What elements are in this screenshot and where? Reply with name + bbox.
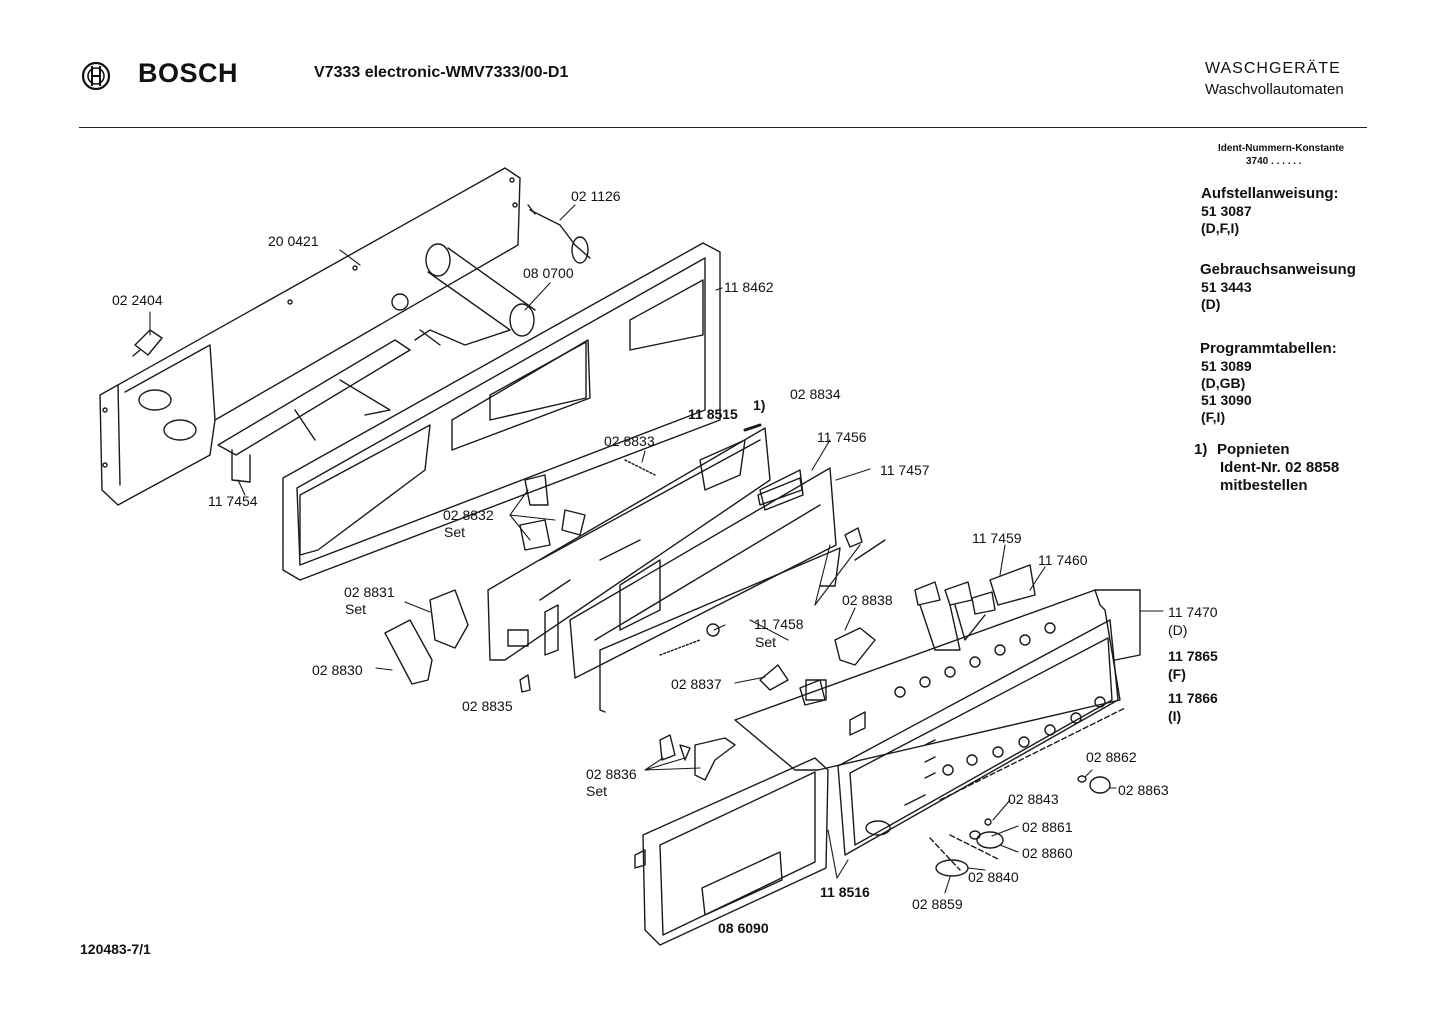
springs-8836 xyxy=(659,734,736,781)
clip-8838-part xyxy=(834,627,876,666)
rear-frame-part xyxy=(99,167,521,506)
part-label: 11 8516 xyxy=(820,884,870,900)
knob-part xyxy=(984,818,992,826)
ribbon-cable-part xyxy=(914,564,1036,651)
knob-part xyxy=(976,831,1004,849)
clip-part xyxy=(132,329,163,357)
part-label: 02 8843 xyxy=(1008,791,1059,807)
note-marker: 1) xyxy=(1194,441,1208,458)
bosch-armature-icon xyxy=(81,61,111,91)
category-title: WASCHGERÄTE xyxy=(1205,60,1341,77)
part-label: 02 8836 xyxy=(586,766,637,782)
part-label: 11 8462 xyxy=(724,279,774,295)
clip-8837-part xyxy=(759,664,826,706)
gebrauch-value: 51 3443 xyxy=(1201,279,1252,295)
footnote-ref: 1) xyxy=(753,397,766,413)
part-label: 08 6090 xyxy=(718,920,769,936)
bracket-8830-part xyxy=(384,619,433,685)
part-label: 02 8840 xyxy=(968,869,1019,885)
part-label: 11 7456 xyxy=(817,429,867,445)
note-line: mitbestellen xyxy=(1220,477,1308,494)
programm-value: (F,I) xyxy=(1201,409,1226,425)
part-label: 11 7457 xyxy=(880,462,930,478)
part-label: Set xyxy=(345,601,367,617)
part-label: 11 8515 xyxy=(688,406,738,422)
ident-value: 3740 . . . . . . xyxy=(1246,156,1302,167)
part-label: 11 7460 xyxy=(1038,552,1088,568)
spring-8833-part xyxy=(624,459,656,476)
bosch-logo xyxy=(80,60,112,92)
part-label: Set xyxy=(444,524,466,540)
ident-label: Ident-Nummern-Konstante xyxy=(1218,143,1345,154)
programm-value: 51 3090 xyxy=(1201,392,1252,408)
part-label: 20 0421 xyxy=(268,233,319,249)
display-board-part xyxy=(544,467,837,679)
gebrauch-value: (D) xyxy=(1201,296,1221,312)
part-label: 11 7470 xyxy=(1168,604,1218,620)
screw-8835-part xyxy=(519,674,531,693)
pin-8834-part xyxy=(743,423,762,432)
clip-8831-part xyxy=(429,589,469,649)
spring-part xyxy=(659,639,701,656)
knob-part xyxy=(1077,775,1087,783)
part-label: 11 7454 xyxy=(208,493,258,509)
part-label: 11 7865 xyxy=(1168,648,1218,664)
part-label: (I) xyxy=(1168,708,1182,724)
clip-7456-part xyxy=(844,527,886,561)
part-label: (D) xyxy=(1168,622,1188,638)
part-label: Set xyxy=(586,783,608,799)
part-label: 02 8863 xyxy=(1118,782,1169,798)
subcategory-title: Waschvollautomaten xyxy=(1205,81,1344,98)
part-label: 02 8834 xyxy=(790,386,841,402)
parts-8832 xyxy=(519,474,586,551)
aufstell-value: (D,F,I) xyxy=(1201,220,1240,236)
knob-part xyxy=(1089,776,1111,794)
part-label: 11 7459 xyxy=(972,530,1022,546)
part-label: 02 8833 xyxy=(604,433,655,449)
cable-part xyxy=(527,204,591,264)
part-label: 02 8860 xyxy=(1022,845,1073,861)
part-label: 11 7866 xyxy=(1168,690,1218,706)
gebrauch-title: Gebrauchsanweisung xyxy=(1200,261,1356,278)
part-label: 02 8838 xyxy=(842,592,893,608)
part-label: 02 8862 xyxy=(1086,749,1137,765)
part-label: 02 8831 xyxy=(344,584,395,600)
wire-frame-part xyxy=(599,547,841,713)
knob-part xyxy=(969,830,981,840)
note-line: Ident-Nr. 02 8858 xyxy=(1220,459,1340,476)
front-frame-part xyxy=(282,242,721,581)
cover-7456-part xyxy=(757,477,803,506)
bracket-part xyxy=(217,339,411,483)
part-label: 08 0700 xyxy=(523,265,574,281)
drawing-id: 120483-7/1 xyxy=(80,941,151,957)
part-label: 02 8837 xyxy=(671,676,722,692)
programm-title: Programmtabellen: xyxy=(1200,340,1337,357)
alignment-dashes xyxy=(929,707,1126,871)
part-label: 02 8859 xyxy=(912,896,963,912)
part-label: 02 8861 xyxy=(1022,819,1073,835)
part-label: 02 1126 xyxy=(571,188,621,204)
circuit-board-part xyxy=(487,427,771,661)
control-panel-part xyxy=(734,589,1141,856)
door-panel-part xyxy=(634,757,829,946)
brand-name: BOSCH xyxy=(138,58,239,88)
leader-lines xyxy=(149,204,1164,894)
part-label: 02 8832 xyxy=(443,507,494,523)
programm-value: 51 3089 xyxy=(1201,358,1252,374)
part-label: Set xyxy=(755,634,777,650)
part-label: 02 8835 xyxy=(462,698,513,714)
part-label: 02 8830 xyxy=(312,662,363,678)
model-title: V7333 electronic-WMV7333/00-D1 xyxy=(314,64,569,81)
header-divider xyxy=(79,127,1367,128)
part-label: (F) xyxy=(1168,666,1186,682)
programm-value: (D,GB) xyxy=(1201,375,1246,391)
aufstell-title: Aufstellanweisung: xyxy=(1201,185,1339,202)
part-label: 11 7458 xyxy=(754,616,804,632)
capacitor-part xyxy=(414,243,536,346)
part-label: 02 2404 xyxy=(112,292,163,308)
note-line: Popnieten xyxy=(1217,441,1290,458)
spring-ring xyxy=(706,623,720,637)
aufstell-value: 51 3087 xyxy=(1201,203,1252,219)
